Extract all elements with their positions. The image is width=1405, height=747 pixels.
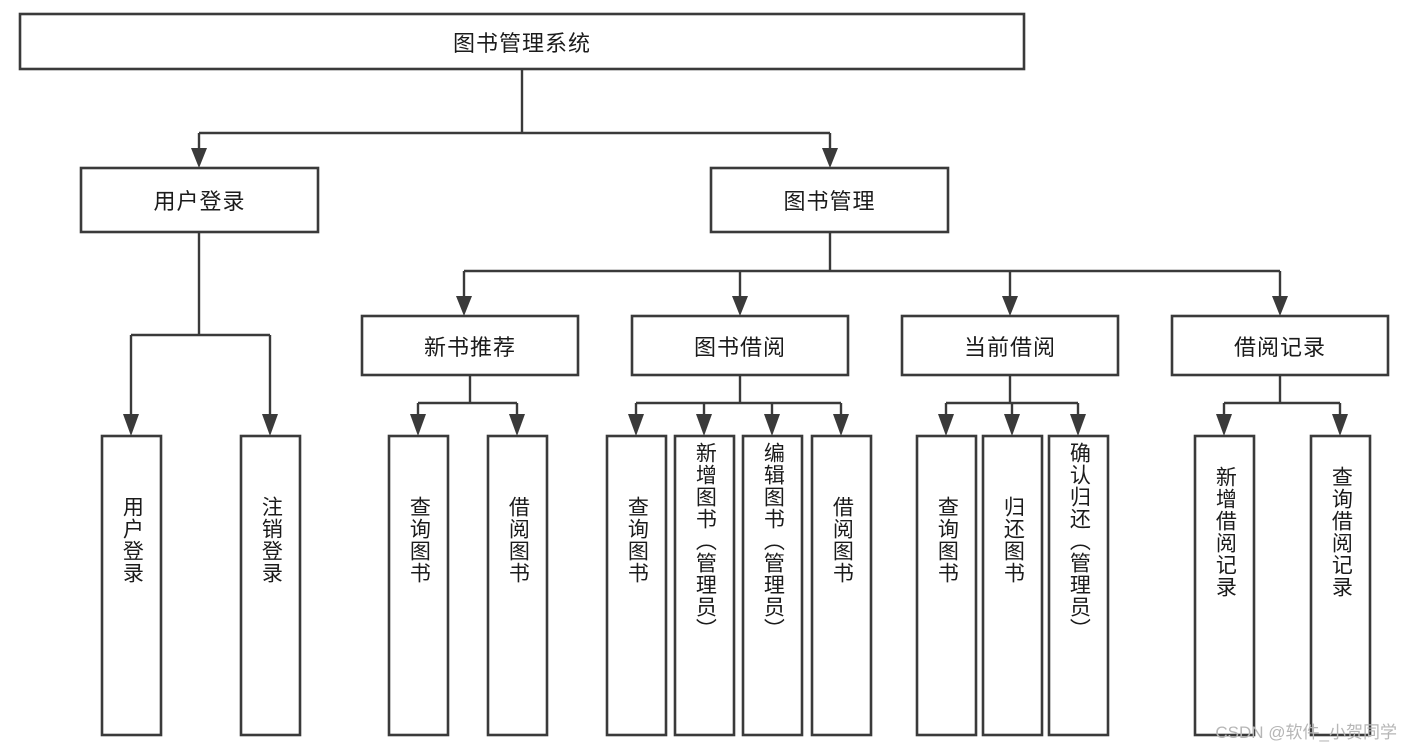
node-box-leaf-return-book[interactable] [981, 434, 1044, 737]
node-box-leaf-user-login[interactable] [100, 434, 163, 737]
node-box-leaf-query-record[interactable] [1309, 434, 1372, 737]
arrow-head-leaf-edit-book [764, 414, 780, 436]
arrow-head-borrow-record [1272, 296, 1288, 316]
arrow-head-leaf-confirm-return [1070, 414, 1086, 436]
node-box-leaf-query-book-1[interactable] [387, 434, 450, 737]
arrow-head-leaf-borrow-book-2 [833, 414, 849, 436]
arrow-head-leaf-borrow-book-1 [509, 414, 525, 436]
node-box-leaf-borrow-book-2[interactable] [810, 434, 873, 737]
arrow-head-leaf-logout [262, 414, 278, 436]
connector-group-new-book-recommend-children [410, 375, 525, 436]
arrow-head-book-borrow [732, 296, 748, 316]
arrow-head-book-manage [822, 148, 838, 168]
node-box-leaf-borrow-book-1[interactable] [486, 434, 549, 737]
node-box-leaf-confirm-return[interactable] [1047, 434, 1110, 737]
node-box-book-manage[interactable] [709, 166, 950, 234]
connector-group-book-manage-children [456, 232, 1288, 316]
connector-group-root-to-level2 [191, 69, 838, 168]
connector-group-book-borrow-children [628, 375, 849, 436]
node-box-leaf-add-record[interactable] [1193, 434, 1256, 737]
node-box-borrow-record[interactable] [1170, 314, 1390, 377]
connector-group-borrow-record-children [1216, 375, 1348, 436]
arrow-head-leaf-query-book-1 [410, 414, 426, 436]
arrow-head-leaf-user-login [123, 414, 139, 436]
connector-group-user-login-children [123, 232, 278, 436]
arrow-head-current-borrow [1002, 296, 1018, 316]
node-box-user-login[interactable] [79, 166, 320, 234]
node-box-leaf-query-book-2[interactable] [605, 434, 668, 737]
arrow-head-leaf-add-book [696, 414, 712, 436]
arrow-head-leaf-query-book-3 [938, 414, 954, 436]
connector-group-current-borrow-children [938, 375, 1086, 436]
node-box-book-borrow[interactable] [630, 314, 850, 377]
arrow-head-leaf-query-record [1332, 414, 1348, 436]
arrow-head-leaf-query-book-2 [628, 414, 644, 436]
arrow-head-user-login [191, 148, 207, 168]
node-box-new-book-recommend[interactable] [360, 314, 580, 377]
node-box-leaf-logout[interactable] [239, 434, 302, 737]
node-box-leaf-query-book-3[interactable] [915, 434, 978, 737]
node-box-current-borrow[interactable] [900, 314, 1120, 377]
node-box-leaf-edit-book[interactable] [741, 434, 804, 737]
node-box-leaf-add-book[interactable] [673, 434, 736, 737]
arrow-head-new-book-recommend [456, 296, 472, 316]
arrow-head-leaf-add-record [1216, 414, 1232, 436]
arrow-head-leaf-return-book [1004, 414, 1020, 436]
node-box-root[interactable] [18, 12, 1026, 71]
